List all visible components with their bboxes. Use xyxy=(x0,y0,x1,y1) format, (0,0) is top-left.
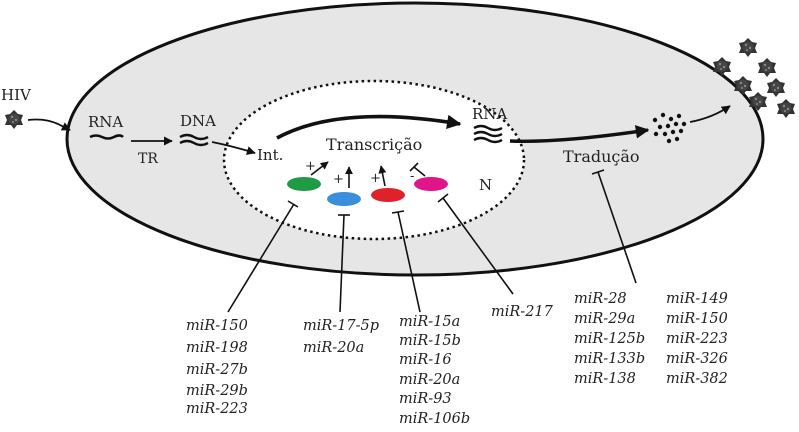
mirna-label: miR-106b xyxy=(399,411,470,427)
mirna-group-translation-b: miR-149 miR-150 miR-223 miR-326 miR-382 xyxy=(666,291,728,387)
dna-label: DNA xyxy=(180,112,216,130)
mirna-group-blue: miR-17-5p miR-20a xyxy=(303,318,379,356)
mirna-label: miR-150 xyxy=(186,318,248,334)
mirna-group-magenta: miR-217 xyxy=(491,304,554,320)
mirna-group-translation-a: miR-28 miR-29a miR-125b miR-133b miR-138 xyxy=(574,291,645,387)
mirna-label: miR-149 xyxy=(666,291,728,307)
mirna-label: miR-15a xyxy=(399,314,460,330)
entry-arrow xyxy=(27,118,71,131)
mirna-label: miR-223 xyxy=(186,401,248,417)
blue-factor-oval xyxy=(327,192,361,206)
mirna-label: miR-20a xyxy=(303,340,364,356)
tr-label: TR xyxy=(138,151,158,167)
rna-nucleus-label: RNA xyxy=(472,105,507,123)
nucleus-label: N xyxy=(479,176,492,194)
mirna-label: miR-150 xyxy=(666,311,728,327)
integration-label: Int. xyxy=(257,146,283,164)
rna-nucleus-strand-3-icon xyxy=(473,136,503,144)
magenta-inhibition-line xyxy=(413,166,426,177)
magenta-sign: - xyxy=(410,169,414,184)
mirna-label: miR-29a xyxy=(574,311,635,327)
red-sign: + xyxy=(370,171,381,186)
rna-nucleus-strand-2-icon xyxy=(473,130,503,138)
magenta-inhibition-bar xyxy=(409,162,419,172)
mirna-group-red: miR-15a miR-15b miR-16 miR-20a miR-93 mi… xyxy=(399,314,470,427)
mirna-label: miR-133b xyxy=(574,351,645,367)
translation-label: Tradução xyxy=(563,147,640,166)
mirna-label: miR-29b xyxy=(186,383,248,399)
mirna-group-green: miR-150 miR-198 miR-27b miR-29b miR-223 xyxy=(186,318,248,417)
mirna-label: miR-138 xyxy=(574,371,636,387)
export-arrow xyxy=(509,125,650,143)
mirna-label: miR-16 xyxy=(399,352,452,368)
mirna-label: miR-15b xyxy=(399,333,461,349)
mirna-label: miR-125b xyxy=(574,331,645,347)
mirna-label: miR-93 xyxy=(399,391,452,407)
mirna-label: miR-17-5p xyxy=(303,318,379,334)
mirna-label: miR-326 xyxy=(666,351,728,367)
hiv-label: HIV xyxy=(1,86,32,104)
rna-strand-icon xyxy=(89,134,124,140)
rna-nucleus-strand-1-icon xyxy=(473,124,503,132)
inhibition-lines xyxy=(227,169,637,313)
mirna-label: miR-198 xyxy=(186,340,248,356)
mirna-label: miR-28 xyxy=(574,291,627,307)
blue-sign: + xyxy=(333,172,344,187)
mirna-label: miR-382 xyxy=(666,371,728,387)
mirna-label: miR-223 xyxy=(666,331,728,347)
green-factor-oval xyxy=(287,177,321,191)
dna-strand-2-icon xyxy=(179,139,209,147)
release-arrow xyxy=(689,105,731,123)
mirna-label: miR-27b xyxy=(186,362,248,378)
red-activation-arrow xyxy=(378,165,387,187)
viral-protein-dots-icon xyxy=(652,112,687,144)
mirna-label: miR-217 xyxy=(491,304,554,320)
rna-cytoplasm-label: RNA xyxy=(88,113,123,131)
mirna-label: miR-20a xyxy=(399,372,460,388)
dna-strand-1-icon xyxy=(179,133,209,141)
hiv-virion-icon xyxy=(5,110,23,129)
green-activation-arrow xyxy=(310,161,329,176)
transcription-arc-arrow xyxy=(276,114,462,140)
green-sign: + xyxy=(305,159,316,174)
transcription-label: Transcrição xyxy=(326,135,422,154)
integration-arrow xyxy=(211,141,256,155)
magenta-factor-oval xyxy=(414,177,448,191)
red-factor-oval xyxy=(371,188,405,202)
